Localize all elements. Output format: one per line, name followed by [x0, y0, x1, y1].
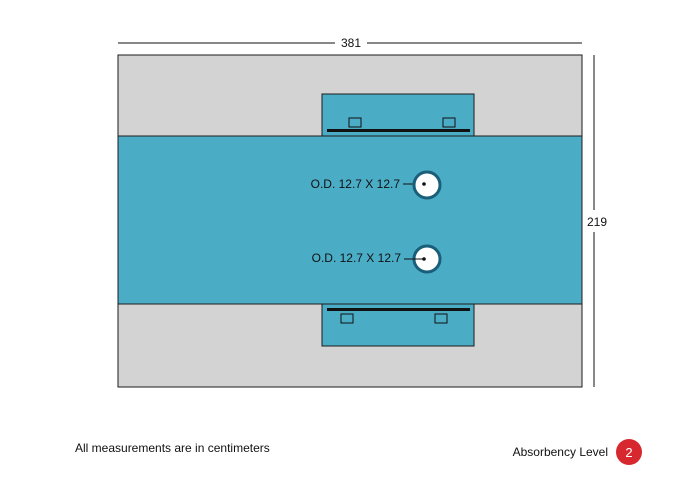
bottom-mat-clip-right	[434, 313, 448, 324]
top-mat-clip-left	[348, 117, 362, 128]
measurement-note: All measurements are in centimeters	[75, 441, 270, 455]
top-mat	[321, 93, 475, 137]
opening-2-label: O.D. 12.7 X 12.7	[312, 251, 402, 265]
bottom-mat	[321, 303, 475, 347]
opening-1: O.D. 12.7 X 12.7	[311, 170, 442, 200]
absorbency-indicator: Absorbency Level 2	[513, 439, 642, 465]
main-mat-band	[117, 135, 583, 305]
opening-1-circle	[412, 170, 442, 200]
bottom-mat-bar	[327, 308, 470, 311]
height-dimension: 219	[587, 55, 607, 387]
absorbency-level-badge: 2	[616, 439, 642, 465]
opening-2: O.D. 12.7 X 12.7	[312, 244, 442, 274]
height-label: 219	[587, 215, 607, 229]
absorbency-label: Absorbency Level	[512, 445, 608, 459]
width-dimension: 381	[118, 36, 582, 50]
opening-1-label: O.D. 12.7 X 12.7	[311, 177, 401, 191]
bottom-mat-clip-left	[340, 313, 354, 324]
top-mat-clip-right	[442, 117, 456, 128]
top-mat-bar	[327, 129, 470, 132]
width-label: 381	[341, 36, 361, 50]
